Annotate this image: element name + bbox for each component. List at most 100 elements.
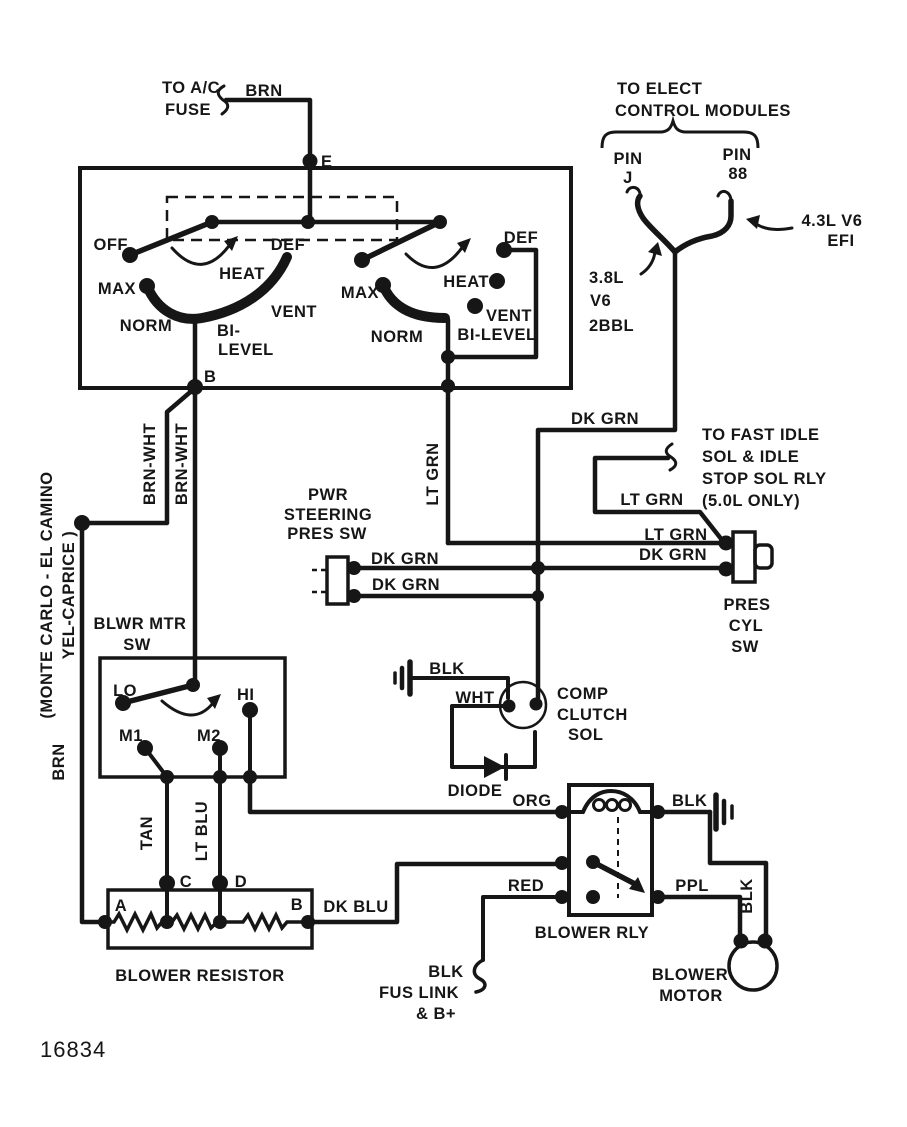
engine-38-label-2: V6 bbox=[590, 292, 611, 310]
ac-fuse-feed: TO A/C FUSE BRN E bbox=[162, 79, 333, 221]
engine-38-label-3: 2BBL bbox=[589, 317, 634, 335]
terminal-e-dot bbox=[302, 153, 318, 169]
blower-switch-m2-label: M2 bbox=[197, 727, 221, 745]
resistor-term-d-label: D bbox=[235, 873, 247, 891]
engine-43-label-2: EFI bbox=[827, 232, 854, 250]
right-heat-label: HEAT bbox=[443, 273, 489, 291]
wire-label-wht: WHT bbox=[455, 689, 494, 707]
pressure-switches: PWR STEERING PRES SW LT GRN DK GRN DK GR… bbox=[284, 486, 774, 656]
model-note-line-1: (MONTE CARLO - EL CAMINO bbox=[38, 471, 56, 718]
engine-43-label-1: 4.3L V6 bbox=[802, 212, 863, 230]
selector-left-switch: OFF DEF HEAT MAX VENT NORM BI- LEVEL B bbox=[94, 215, 317, 395]
wire-label-brn-left: BRN bbox=[50, 743, 68, 780]
fast-idle-note-2: SOL & IDLE bbox=[702, 448, 799, 466]
blower-resistor-title: BLOWER RESISTOR bbox=[115, 967, 284, 985]
right-def-label: DEF bbox=[504, 229, 539, 247]
fus-link-label-1: BLK bbox=[428, 963, 463, 981]
model-note-line-2: YEL-CAPRICE ) bbox=[60, 531, 78, 659]
left-off-label: OFF bbox=[94, 236, 129, 254]
blower-motor: BLOWER MOTOR bbox=[652, 933, 779, 1005]
fast-idle-note-4: (5.0L ONLY) bbox=[702, 492, 800, 510]
comp-clutch-label-1: COMP bbox=[557, 685, 609, 703]
pres-cyl-label-2: CYL bbox=[729, 617, 764, 635]
ground-icon bbox=[393, 659, 413, 697]
figure-number: 16834 bbox=[40, 1037, 106, 1062]
left-norm-label: NORM bbox=[120, 317, 172, 335]
relay-coil-icon bbox=[581, 788, 642, 814]
blower-motor-title-2: MOTOR bbox=[659, 987, 723, 1005]
harness-wires: BRN-WHT BRN-WHT LT GRN BRN (MONTE CARLO … bbox=[38, 385, 725, 925]
left-vent-label: VENT bbox=[271, 303, 317, 321]
v6-arrow bbox=[639, 250, 657, 276]
blower-switch-lo-label: LO bbox=[113, 682, 137, 700]
wire-label-ppl: PPL bbox=[675, 877, 709, 895]
blower-motor-title-1: BLOWER bbox=[652, 966, 728, 984]
blower-motor-body bbox=[727, 940, 779, 992]
wire-label-dk-grn-upper: DK GRN bbox=[371, 550, 439, 568]
blower-relay-box bbox=[567, 783, 654, 917]
pin-right-label: PIN bbox=[722, 146, 751, 164]
pin-88-hook-icon bbox=[716, 189, 733, 203]
fusible-link-icon bbox=[664, 442, 678, 472]
wire-label-lt-grn-vertical: LT GRN bbox=[424, 442, 442, 505]
blower-resistor: TAN LT BLU C D A B BLOWER RESISTOR bbox=[98, 775, 315, 985]
terminal-b-label: B bbox=[204, 368, 216, 386]
pin-left-label: PIN bbox=[613, 150, 642, 168]
wire-label-dk-blu: DK BLU bbox=[323, 898, 388, 916]
pwr-steering-label-1: PWR bbox=[308, 486, 348, 504]
rotate-arrow-icon bbox=[404, 243, 466, 270]
ecm-connections: TO ELECT CONTROL MODULES PIN J PIN 88 4.… bbox=[535, 80, 863, 703]
fast-idle-branch: TO FAST IDLE SOL & IDLE STOP SOL RLY (5.… bbox=[592, 426, 827, 543]
blower-relay-title: BLOWER RLY bbox=[535, 924, 649, 942]
blower-switch-title-2: SW bbox=[123, 636, 151, 654]
right-max-label: MAX bbox=[341, 284, 379, 302]
pres-cyl-label-1: PRES bbox=[724, 596, 771, 614]
fast-idle-note-3: STOP SOL RLY bbox=[702, 470, 827, 488]
comp-clutch-solenoid: BLK WHT COMP CLUTCH SOL DIODE bbox=[393, 659, 628, 800]
rotate-arrow-icon bbox=[170, 241, 233, 266]
wire-label-dk-grn-lower: DK GRN bbox=[372, 576, 440, 594]
wire-label-org: ORG bbox=[512, 792, 551, 810]
wire-label-lt-grn-pres: LT GRN bbox=[644, 526, 707, 544]
right-norm-label: NORM bbox=[371, 328, 423, 346]
resistor-element-icon bbox=[103, 909, 310, 934]
wire-label-lt-blu: LT BLU bbox=[193, 801, 211, 861]
comp-clutch-label-2: CLUTCH bbox=[557, 706, 628, 724]
wire-label-brn-top: BRN bbox=[245, 82, 282, 100]
left-def-label: DEF bbox=[271, 236, 306, 254]
wire-label-brn-wht-1: BRN-WHT bbox=[141, 423, 159, 505]
pin-left-id: J bbox=[623, 169, 633, 187]
left-bilevel-label-2: LEVEL bbox=[218, 341, 274, 359]
terminal-e-label: E bbox=[321, 153, 333, 171]
ecm-title-2: CONTROL MODULES bbox=[615, 102, 791, 120]
diode-label: DIODE bbox=[448, 782, 503, 800]
wire-label-lt-grn-branch: LT GRN bbox=[620, 491, 683, 509]
pin-right-id: 88 bbox=[728, 165, 747, 183]
fast-idle-note-1: TO FAST IDLE bbox=[702, 426, 820, 444]
blower-switch-title-1: BLWR MTR bbox=[94, 615, 187, 633]
position-arc bbox=[378, 280, 450, 323]
pres-cyl-connector-tab bbox=[753, 543, 774, 570]
fus-link-label-2: FUS LINK bbox=[379, 984, 459, 1002]
pin-j-hook-icon bbox=[625, 185, 642, 198]
blower-motor-switch: BLWR MTR SW LO HI M1 M2 bbox=[94, 615, 287, 784]
rotate-arrow-icon bbox=[160, 699, 215, 717]
wire-label-dk-grn-top: DK GRN bbox=[571, 410, 639, 428]
right-bilevel-label: BI-LEVEL bbox=[457, 326, 536, 344]
selector-dashed-outline bbox=[165, 195, 399, 242]
diode-icon bbox=[484, 756, 505, 778]
selector-box bbox=[78, 166, 573, 390]
engine-38-label-1: 3.8L bbox=[589, 269, 624, 287]
fusible-link-icon bbox=[216, 84, 230, 116]
wire-label-brn-wht-2: BRN-WHT bbox=[173, 423, 191, 505]
fus-link-label-3: & B+ bbox=[416, 1005, 456, 1023]
ecm-title-1: TO ELECT bbox=[617, 80, 702, 98]
pres-cyl-connector bbox=[731, 530, 757, 584]
ground-icon bbox=[713, 792, 734, 832]
wire-label-blk-relay: BLK bbox=[672, 792, 707, 810]
selector-right-switch: DEF HEAT MAX VENT NORM BI-LEVEL bbox=[341, 215, 539, 546]
blower-switch-box bbox=[98, 656, 287, 779]
right-vent-label: VENT bbox=[486, 307, 532, 325]
